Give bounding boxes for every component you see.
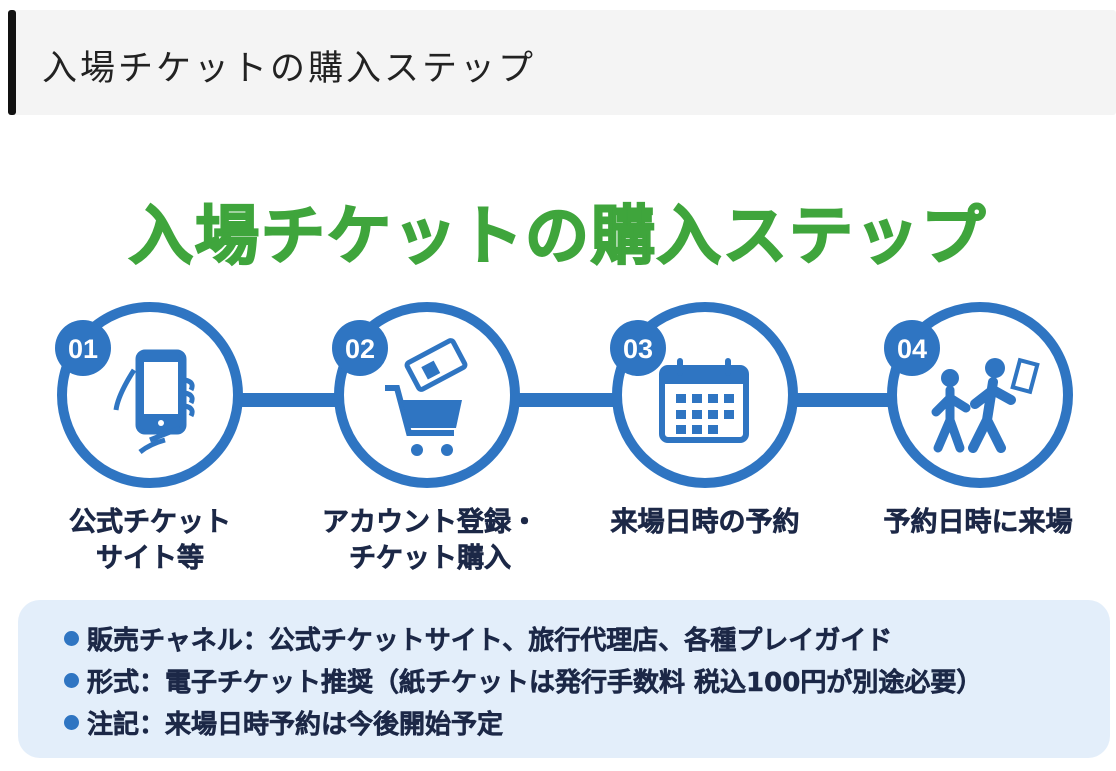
step-label-line: サイト等	[96, 543, 205, 575]
note-item: 販売チャネル：公式チケットサイト、旅行代理店、各種プレイガイド	[64, 620, 892, 657]
note-text: 販売チャネル：公式チケットサイト、旅行代理店、各種プレイガイド	[87, 626, 893, 657]
bullet-icon	[64, 715, 79, 730]
step-label-line: 予約日時に来場	[883, 507, 1073, 539]
step-2-label: アカウント登録・ チケット購入	[290, 505, 570, 577]
step-2: 02	[332, 302, 520, 488]
section-title: 入場チケットの購入ステップ	[42, 49, 537, 89]
phone-in-hand-icon	[113, 349, 195, 454]
step-label-line: 公式チケット	[69, 507, 232, 539]
calendar-icon	[659, 358, 749, 443]
svg-text:02: 02	[345, 334, 375, 364]
infographic-title: 入場チケットの購入ステップ	[128, 199, 987, 275]
note-item: 形式：電子チケット推奨（紙チケットは発行手数料 税込100円が別途必要）	[64, 662, 983, 699]
step-1: 01	[55, 302, 243, 488]
note-item: 注記：来場日時予約は今後開始予定	[64, 704, 503, 741]
svg-text:03: 03	[623, 334, 653, 364]
step-1-label: 公式チケット サイト等	[20, 505, 280, 577]
header-accent-bar	[8, 10, 16, 115]
step-3-label: 来場日時の予約	[575, 505, 835, 541]
step-label-line: 来場日時の予約	[610, 507, 800, 539]
people-walking-ticket-icon	[931, 357, 1040, 453]
notes-box: 販売チャネル：公式チケットサイト、旅行代理店、各種プレイガイド 形式：電子チケッ…	[18, 600, 1110, 758]
step-label-line: アカウント登録・	[322, 507, 539, 539]
step-4-label: 予約日時に来場	[848, 505, 1108, 541]
bullet-icon	[64, 631, 79, 646]
step-4: 04	[884, 302, 1073, 488]
step-3: 03	[610, 302, 798, 488]
svg-text:01: 01	[68, 334, 98, 364]
bullet-icon	[64, 673, 79, 688]
svg-text:04: 04	[897, 334, 927, 364]
note-text: 形式：電子チケット推奨（紙チケットは発行手数料 税込100円が別途必要）	[87, 668, 983, 699]
steps-diagram: 01 02 03	[55, 302, 1073, 488]
step-label-line: チケット購入	[349, 543, 512, 575]
cart-ticket-icon	[385, 338, 468, 456]
note-text: 注記：来場日時予約は今後開始予定	[87, 710, 504, 741]
section-header: 入場チケットの購入ステップ	[8, 10, 1116, 115]
